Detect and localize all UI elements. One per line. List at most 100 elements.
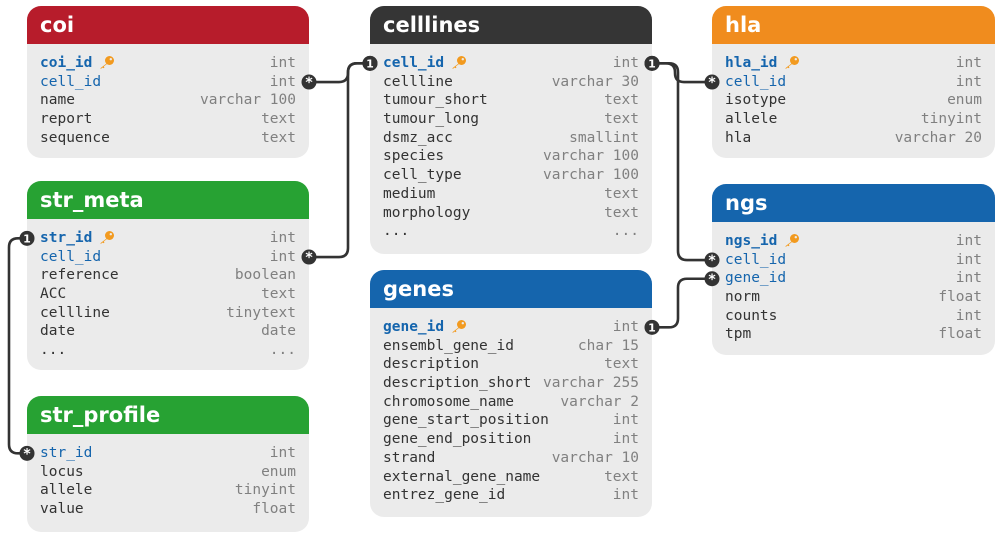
- field-row: ......: [27, 341, 309, 360]
- field-type: int: [269, 445, 296, 461]
- field-name: date: [40, 323, 75, 340]
- field-type: varchar 100: [542, 167, 639, 184]
- field-type: varchar 100: [542, 148, 639, 165]
- field-type: int: [269, 55, 296, 71]
- field-name: hla: [725, 129, 752, 146]
- field-row: allele tinyint: [27, 481, 309, 500]
- field-name: external_gene_name: [383, 468, 541, 485]
- field-type: varchar 20: [894, 129, 982, 146]
- relationship-line: [309, 62, 370, 259]
- field-type: ...: [269, 342, 296, 359]
- field-type: tinyint: [234, 482, 296, 499]
- field-type: text: [261, 111, 296, 128]
- field-type: float: [938, 289, 982, 306]
- field-type: int: [612, 431, 639, 448]
- table-title: coi: [27, 6, 309, 44]
- field-name: coi_id: [40, 55, 93, 71]
- field-type: text: [604, 204, 639, 221]
- field-row: cell_type varchar 100: [370, 166, 652, 185]
- field-name: tumour_short: [383, 92, 488, 109]
- field-name: cellline: [383, 73, 453, 90]
- field-type: varchar 2: [560, 393, 639, 410]
- field-type: tinytext: [226, 304, 296, 321]
- field-row: coi_id int: [27, 54, 309, 73]
- field-row: gene_id int: [712, 269, 995, 288]
- field-name: counts: [725, 307, 778, 324]
- field-type: int: [612, 412, 639, 429]
- field-type: smallint: [569, 129, 639, 146]
- field-type: text: [604, 185, 639, 202]
- field-name: ensembl_gene_id: [383, 337, 514, 354]
- field-name: dsmz_acc: [383, 129, 453, 146]
- field-row: report text: [27, 110, 309, 129]
- field-type: float: [252, 501, 296, 518]
- field-name: description_short: [383, 375, 532, 392]
- field-type: date: [261, 323, 296, 340]
- field-name: allele: [40, 482, 93, 499]
- field-name: tpm: [725, 326, 752, 343]
- field-name: hla_id: [725, 55, 778, 71]
- field-type: varchar 255: [542, 375, 639, 392]
- field-name: gene_end_position: [383, 431, 532, 448]
- key-icon: [785, 56, 800, 69]
- field-type: varchar 10: [551, 449, 639, 466]
- field-name: strand: [383, 449, 436, 466]
- field-type: int: [612, 55, 639, 71]
- field-type: int: [955, 270, 982, 287]
- field-type: int: [955, 73, 982, 90]
- key-icon: [452, 56, 467, 69]
- relationship-line: [652, 62, 712, 262]
- field-type: ...: [612, 223, 639, 240]
- field-name: norm: [725, 289, 760, 306]
- field-name: cell_id: [40, 248, 102, 265]
- field-row: ngs_id int: [712, 232, 995, 251]
- field-type: int: [269, 230, 296, 246]
- field-type: enum: [947, 92, 982, 109]
- key-icon: [100, 231, 115, 244]
- field-type: int: [612, 319, 639, 335]
- field-type: int: [955, 233, 982, 249]
- relationship-line: [652, 62, 712, 84]
- field-name: cell_type: [383, 167, 462, 184]
- field-name: cell_id: [725, 251, 787, 268]
- field-type: text: [604, 111, 639, 128]
- field-name: report: [40, 111, 93, 128]
- field-name: morphology: [383, 204, 471, 221]
- field-name: ngs_id: [725, 233, 778, 249]
- table-title: str_profile: [27, 396, 309, 434]
- field-type: int: [269, 73, 296, 90]
- field-name: cell_id: [383, 55, 445, 71]
- field-type: tinyint: [920, 111, 982, 128]
- field-name: gene_id: [725, 270, 787, 287]
- field-type: char 15: [577, 337, 639, 354]
- field-name: gene_id: [383, 319, 445, 335]
- key-icon: [100, 56, 115, 69]
- field-name: isotype: [725, 92, 787, 109]
- field-type: int: [955, 55, 982, 71]
- field-name: ACC: [40, 286, 67, 303]
- field-row: hla_id int: [712, 54, 995, 73]
- table-title: genes: [370, 270, 652, 308]
- field-type: int: [269, 248, 296, 265]
- field-name: gene_start_position: [383, 412, 549, 429]
